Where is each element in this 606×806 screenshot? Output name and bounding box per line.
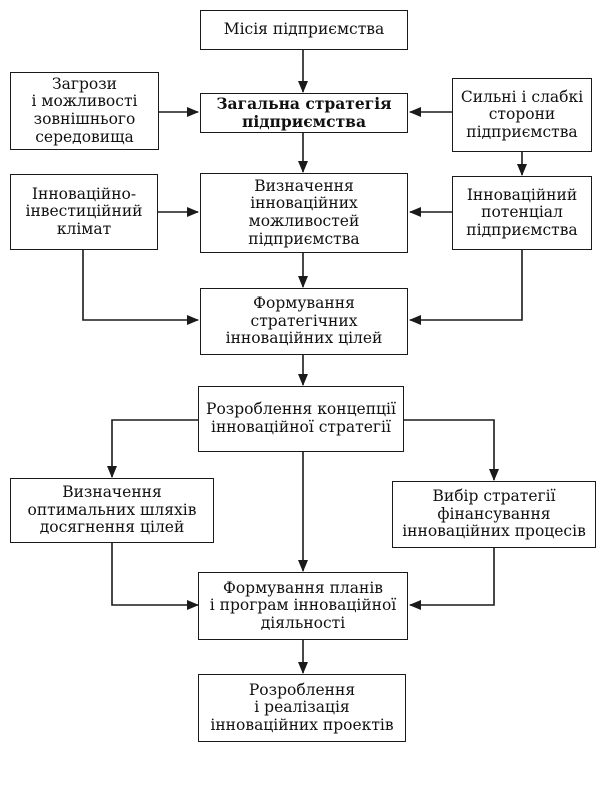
arrow-potential-to-goals	[409, 250, 523, 325]
node-innovation-capabilities: Визначення інноваційних можливостей підп…	[200, 173, 408, 253]
node-innovation-potential: Інноваційний потенціал підприємства	[452, 176, 592, 250]
node-general-strategy: Загальна стратегія підприємства	[200, 93, 408, 133]
node-optimal-paths: Визначення оптимальних шляхів досягнення…	[10, 478, 214, 543]
arrow-financing-to-plans	[409, 548, 495, 610]
arrow-climate-to-goals	[82, 250, 199, 325]
arrow-paths-to-plans	[111, 543, 199, 610]
node-threats: Загрози і можливості зовнішнього середов…	[10, 72, 159, 150]
node-innovation-climate: Інноваційно- інвестиційний клімат	[10, 174, 158, 250]
node-strengths-weaknesses: Сильні і слабкі сторони підприємства	[452, 78, 592, 152]
node-strategy-concept: Розроблення концепції інноваційної страт…	[198, 386, 404, 452]
node-innovation-projects: Розроблення і реалізація інноваційних пр…	[198, 674, 406, 742]
arrow-concept-to-financing	[404, 419, 499, 481]
node-mission: Місія підприємства	[200, 10, 408, 50]
node-financing-strategy: Вибір стратегії фінансування інноваційни…	[392, 481, 596, 548]
node-strategic-goals: Формування стратегічних інноваційних ціл…	[200, 288, 408, 355]
arrow-concept-to-paths	[107, 419, 198, 478]
node-activity-plans: Формування планів і програм інноваційної…	[198, 572, 408, 640]
